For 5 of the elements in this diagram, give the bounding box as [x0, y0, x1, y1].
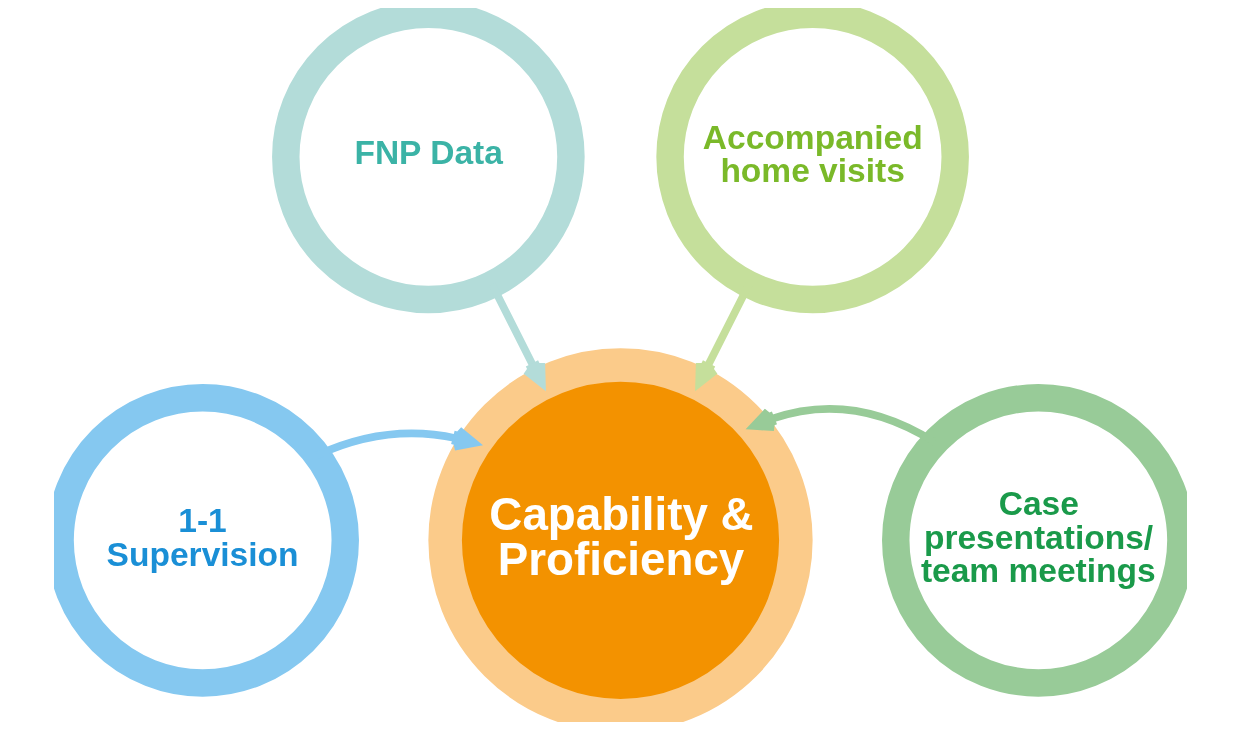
- node-circle: FNP Data: [271, 8, 585, 314]
- node-circle: 1-1 Supervision: [53, 384, 359, 697]
- node-circle: Accompanied home visits: [655, 8, 969, 314]
- node-circle: Capability & Proficiency: [427, 348, 813, 722]
- node-circle: Case presentations/ team meetings: [881, 384, 1187, 697]
